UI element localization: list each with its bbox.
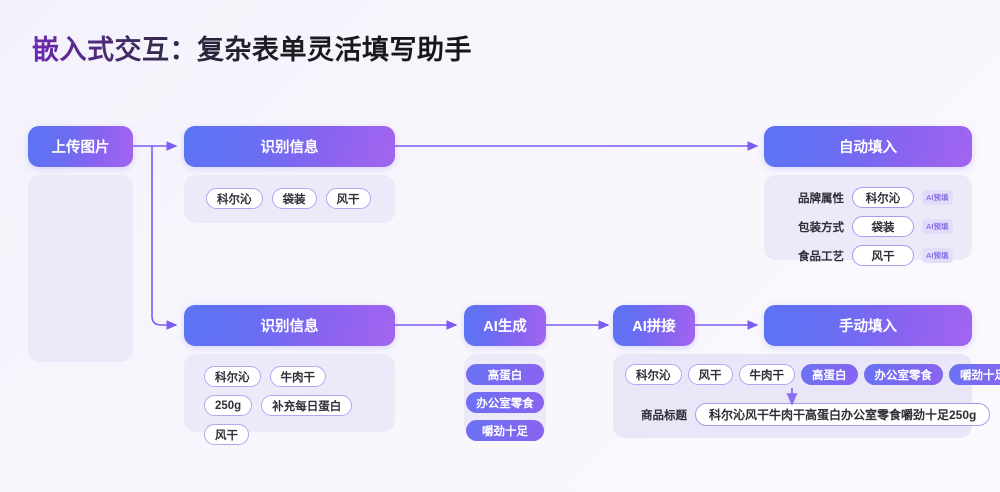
node-upload[interactable]: 上传图片 [28,126,133,167]
product-title-value[interactable]: 科尔沁风干牛肉干高蛋白办公室零食嚼劲十足250g [695,403,991,426]
node-recognize-top-label: 识别信息 [260,140,319,156]
upload-panel [28,175,133,362]
tag[interactable]: 风干 [325,188,371,209]
node-recognize-top[interactable]: 识别信息 [184,126,395,167]
node-auto-fill[interactable]: 自动填入 [764,126,972,167]
recognize-top-tag-row: 科尔沁 袋装 风干 [184,175,395,209]
node-ai-concat-label: AI拼接 [632,319,676,335]
tag[interactable]: 办公室零食 [466,392,544,413]
product-title-label: 商品标题 [641,409,687,422]
field-label: 品牌属性 [798,192,844,205]
ai-generate-panel: 高蛋白 办公室零食 嚼劲十足 [464,354,546,441]
node-auto-fill-label: 自动填入 [839,140,897,156]
node-ai-generate[interactable]: AI生成 [464,305,546,346]
field-value[interactable]: 风干 [852,245,914,266]
tag[interactable]: 嚼劲十足 [466,420,544,441]
tag[interactable]: 办公室零食 [863,364,943,385]
product-title-row: 商品标题 科尔沁风干牛肉干高蛋白办公室零食嚼劲十足250g [613,385,991,426]
node-recognize-bottom[interactable]: 识别信息 [184,305,395,346]
tag[interactable]: 科尔沁 [625,364,682,385]
field-value[interactable]: 袋装 [852,216,914,237]
tag[interactable]: 牛肉干 [738,364,795,385]
tag[interactable]: 风干 [204,424,249,445]
tag[interactable]: 高蛋白 [466,364,544,385]
node-ai-concat[interactable]: AI拼接 [613,305,695,346]
ai-prefill-badge: AI预填 [922,190,953,205]
tag[interactable]: 风干 [687,364,733,385]
tag[interactable]: 250g [204,395,253,416]
node-manual-fill-label: 手动填入 [839,319,897,335]
tag[interactable]: 补充每日蛋白 [261,395,353,416]
node-ai-generate-label: AI生成 [483,319,527,335]
field-row-brand: 品牌属性 科尔沁 AI预填 [788,187,972,208]
tag[interactable]: 高蛋白 [801,364,858,385]
field-row-packaging: 包装方式 袋装 AI预填 [788,216,972,237]
tag[interactable]: 科尔沁 [204,366,261,387]
field-label: 食品工艺 [798,250,844,263]
connector-upload-to-recognize-bottom [151,146,178,330]
tag[interactable]: 袋装 [271,188,317,209]
recognize-bottom-panel: 科尔沁 牛肉干 250g 补充每日蛋白 风干 [184,354,395,445]
tag[interactable]: 嚼劲十足 [949,364,1000,385]
manual-fill-tag-row: 科尔沁 风干 牛肉干 高蛋白 办公室零食 嚼劲十足 250g [613,354,1000,385]
field-label: 包装方式 [798,221,844,234]
node-recognize-bottom-label: 识别信息 [260,319,319,335]
node-upload-label: 上传图片 [51,140,110,156]
tag[interactable]: 牛肉干 [269,366,326,387]
ai-prefill-badge: AI预填 [922,219,953,234]
field-value[interactable]: 科尔沁 [852,187,914,208]
manual-fill-panel: 科尔沁 风干 牛肉干 高蛋白 办公室零食 嚼劲十足 250g 商品标题 科尔沁风… [613,354,1000,438]
tag[interactable]: 科尔沁 [206,188,263,209]
ai-prefill-badge: AI预填 [922,248,953,263]
page-title: 嵌入式交互：复杂表单灵活填写助手 [32,28,472,67]
recognize-top-panel: 科尔沁 袋装 风干 [184,175,395,223]
ai-generate-tag-stack: 高蛋白 办公室零食 嚼劲十足 [464,354,546,441]
field-row-process: 食品工艺 风干 AI预填 [788,245,972,266]
recognize-bottom-tag-row: 科尔沁 牛肉干 250g 补充每日蛋白 风干 [184,354,395,445]
node-manual-fill[interactable]: 手动填入 [764,305,972,346]
auto-fill-panel: 品牌属性 科尔沁 AI预填 包装方式 袋装 AI预填 食品工艺 风干 AI预填 [764,175,972,266]
